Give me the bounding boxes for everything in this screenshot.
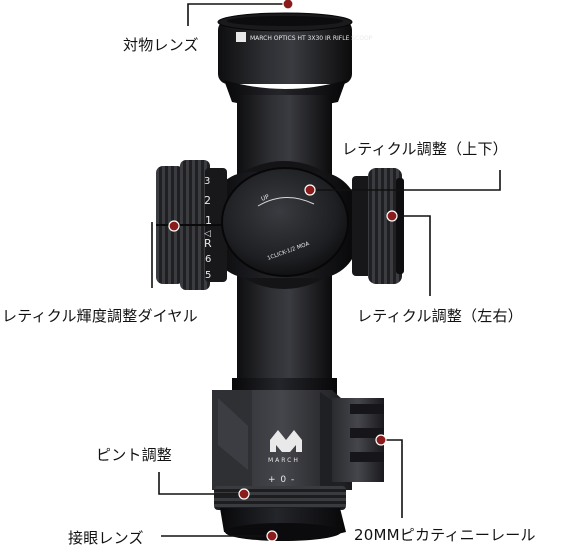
focus-ring-graphic	[214, 486, 346, 510]
dial-number-2: 2	[204, 194, 211, 207]
dial-arrow: ◁	[204, 229, 211, 239]
scope-body-text: MARCH OPTICS HT 3X30 IR RIFLE SCOOP	[250, 35, 373, 42]
dial-number-1: 1	[205, 214, 212, 227]
label-objective-lens: 対物レンズ	[123, 36, 199, 54]
picatinny-rail-graphic	[332, 398, 384, 482]
label-focus-adjust: ピント調整	[96, 446, 173, 464]
diopter-scale-text: + 0 -	[268, 475, 295, 485]
label-eyepiece-lens: 接眼レンズ	[68, 529, 144, 547]
elevation-turret-face	[221, 167, 349, 277]
dial-number-3: 3	[204, 176, 210, 187]
brightness-dial-graphic	[156, 160, 227, 290]
dial-number-6: 6	[205, 254, 211, 265]
march-logo-icon	[270, 430, 302, 452]
label-reticle-brightness-dial: レティクル輝度調整ダイヤル	[2, 307, 198, 325]
objective-bell	[217, 12, 353, 108]
leader-lines	[151, 3, 501, 537]
eyepiece-brand-text: MARCH	[268, 457, 300, 464]
label-rail-20mm: 20MMピカティニーレール	[354, 526, 536, 544]
turret-up-text: UP	[260, 193, 270, 203]
march-logo-small-icon	[236, 32, 246, 42]
dial-number-5: 5	[205, 270, 211, 281]
dial-letter-r: R	[204, 237, 212, 250]
label-reticle-elevation: レティクル調整（上下）	[342, 140, 508, 158]
label-reticle-windage: レティクル調整（左右）	[357, 307, 523, 325]
windage-knob-graphic	[352, 168, 404, 284]
marker-dots	[168, 0, 398, 542]
